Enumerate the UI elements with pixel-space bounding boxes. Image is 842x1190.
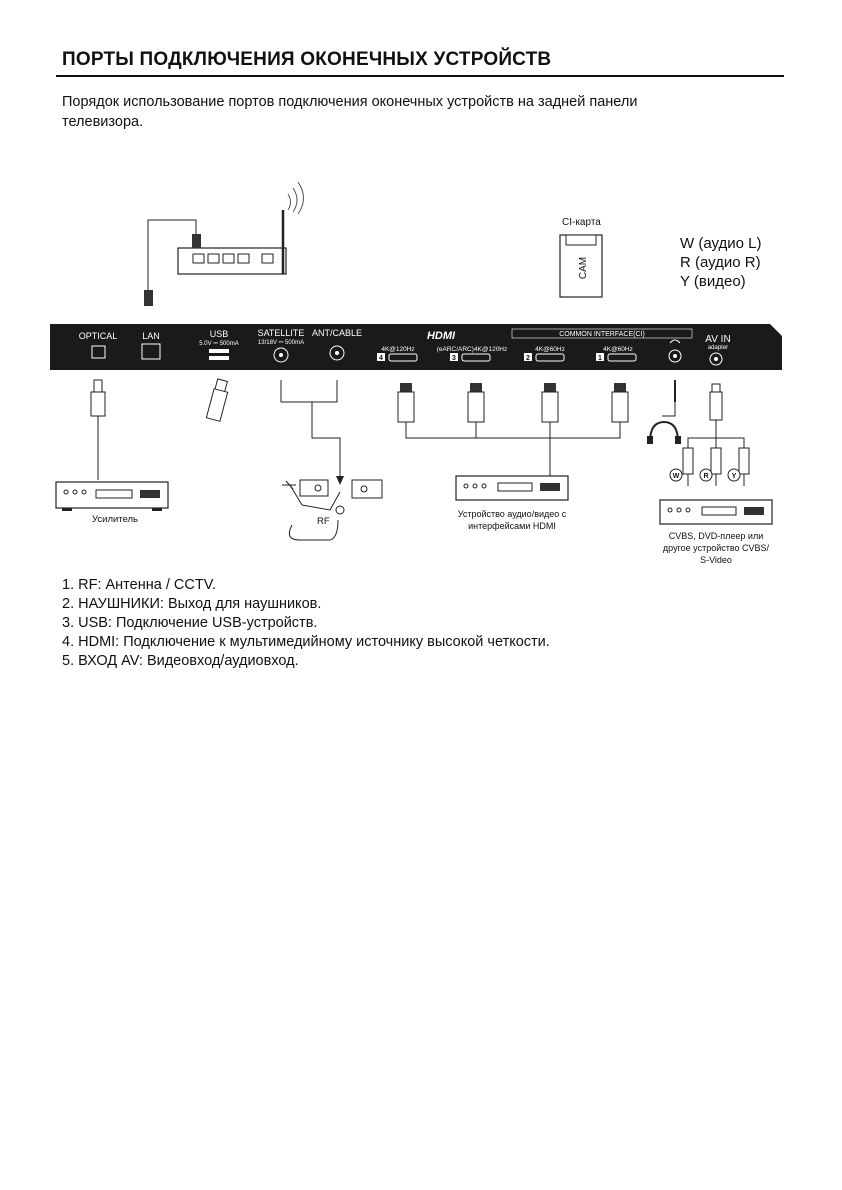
hdmi3-spec: (eARC/ARC)4K@120Hz <box>437 346 508 353</box>
ci-card-label: CI-карта <box>562 217 601 228</box>
port-label-ant-cable: ANT/CABLE <box>312 328 362 338</box>
cvbs-device-icon <box>659 499 773 525</box>
port-label-optical: OPTICAL <box>79 331 118 341</box>
hdmi2-spec: 4K@60Hz <box>535 346 565 353</box>
hdmi1-number-box <box>596 353 604 361</box>
hdmi1-spec: 4K@60Hz <box>603 346 633 353</box>
hdmi3-port-icon <box>461 353 491 362</box>
rca-r-badge <box>699 468 713 482</box>
port-spec-usb: 5.0V ⎓ 500mA <box>199 341 238 347</box>
hdmi4-number-box <box>377 353 385 361</box>
usb-port-icon <box>209 349 229 360</box>
port-notes-list: 1. RF: Антенна / CCTV. 2. НАУШНИКИ: Выхо… <box>62 576 782 671</box>
lan-port-icon <box>141 343 161 360</box>
optical-port-icon <box>91 345 106 359</box>
hdmi-device-label-2: интерфейсами HDMI <box>468 521 556 531</box>
intro-line-2: телевизора. <box>62 114 144 130</box>
intro-text: Порядок использование портов подключения… <box>62 92 762 132</box>
cam-label: CAM <box>578 257 589 279</box>
amplifier-label: Усилитель <box>92 514 138 525</box>
page-title: ПОРТЫ ПОДКЛЮЧЕНИЯ ОКОНЕЧНЫХ УСТРОЙСТВ <box>62 49 552 70</box>
cvbs-label-1: CVBS, DVD-плеер или <box>669 531 763 541</box>
common-interface-frame <box>511 328 693 339</box>
note-item: 3. USB: Подключение USB-устройств. <box>62 615 318 631</box>
usb-stick-icon <box>205 378 229 422</box>
av-in-port-icon <box>709 352 723 366</box>
av-adapter-cable <box>682 383 750 486</box>
ci-card-icon: CAM <box>559 234 603 298</box>
rca-w-letter: W <box>673 473 680 480</box>
port-label-usb: USB <box>210 329 229 339</box>
port-label-lan: LAN <box>142 331 160 341</box>
lan-cable <box>144 219 201 306</box>
headphone-port-icon <box>668 339 682 363</box>
hdmi1-number: 1 <box>598 355 602 362</box>
hdmi-cable-group <box>397 383 629 476</box>
amplifier-icon <box>55 481 169 511</box>
cvbs-label-2: другое устройство CVBS/ <box>663 543 770 553</box>
note-item: 4. HDMI: Подключение к мультимедийному и… <box>62 634 550 650</box>
note-item: 5. ВХОД AV: Видеовход/аудиовход. <box>62 653 299 669</box>
hdmi-device-label-1: Устройство аудио/видео с <box>458 509 567 519</box>
connection-diagram: CI-карта CAM W (аудио L) R (аудио R) Y (… <box>0 180 842 580</box>
hdmi-logo: HDMI <box>427 330 456 342</box>
antenna-icon <box>282 480 341 541</box>
router-icon <box>177 181 304 275</box>
rca-y-badge <box>727 468 741 482</box>
rca-w-badge <box>669 468 683 482</box>
port-label-satellite: SATELLITE <box>258 328 305 338</box>
hdmi-av-device-icon <box>455 475 569 501</box>
satellite-port-icon <box>273 347 289 363</box>
common-interface-label: COMMON INTERFACE(CI) <box>559 331 645 338</box>
hdmi2-number: 2 <box>526 355 530 362</box>
intro-line-1: Порядок использование портов подключения… <box>62 94 638 110</box>
hdmi4-port-icon <box>388 353 418 362</box>
hdmi3-number-box <box>450 353 458 361</box>
rca-y-letter: Y <box>732 473 737 480</box>
av-legend-r: R (аудио R) <box>680 254 761 271</box>
ant-cable-port-icon <box>329 345 345 361</box>
title-rule <box>56 75 784 77</box>
note-item: 2. НАУШНИКИ: Выход для наушников. <box>62 596 322 612</box>
rca-r-letter: R <box>703 473 708 480</box>
av-legend-w: W (аудио L) <box>680 235 761 252</box>
optical-plug-icon <box>90 379 106 480</box>
hdmi4-number: 4 <box>379 355 383 362</box>
headphones-icon <box>647 380 681 444</box>
rf-label: RF <box>317 516 330 527</box>
hdmi3-number: 3 <box>452 355 456 362</box>
hdmi2-number-box <box>524 353 532 361</box>
av-legend-y: Y (видео) <box>680 273 746 290</box>
cvbs-label-3: S-Video <box>700 555 732 565</box>
hdmi1-port-icon <box>607 353 637 362</box>
port-spec-satellite: 13/18V ⎓ 500mA <box>258 340 304 346</box>
rf-splitter-icon <box>299 479 383 515</box>
hdmi2-port-icon <box>535 353 565 362</box>
port-label-av-in-sub: adapter <box>708 345 728 351</box>
rf-cable-wiring <box>280 380 344 485</box>
note-item: 1. RF: Антенна / CCTV. <box>62 577 217 593</box>
hdmi4-spec: 4K@120Hz <box>381 346 414 353</box>
port-label-av-in: AV IN <box>705 334 730 345</box>
